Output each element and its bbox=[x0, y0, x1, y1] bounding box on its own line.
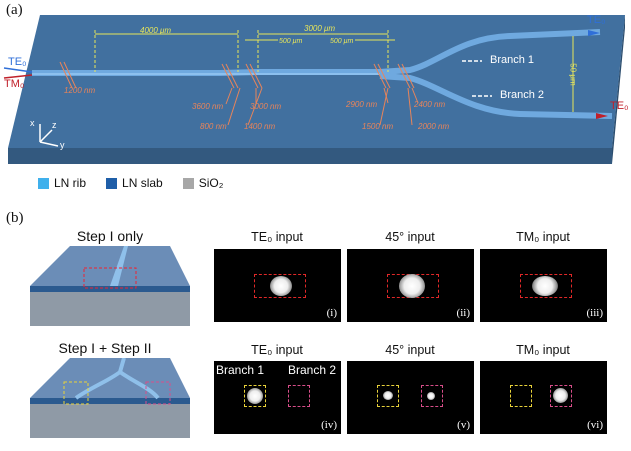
w-3600-label: 3600 nm bbox=[192, 102, 223, 111]
len-500a-label: 500 μm bbox=[279, 38, 302, 45]
step1-label: Step I only bbox=[40, 228, 180, 244]
row1-title-1: TE₀ input bbox=[212, 230, 342, 244]
w-2000-label: 2000 nm bbox=[418, 122, 449, 131]
w-2400-label: 2400 nm bbox=[414, 100, 445, 109]
sio2-swatch bbox=[183, 178, 194, 189]
len-500b-label: 500 μm bbox=[330, 38, 353, 45]
mode-image-vi: (vi) bbox=[480, 361, 607, 434]
axis-y-label: y bbox=[60, 140, 65, 150]
legend: LN rib LN slab SiO₂ bbox=[38, 176, 237, 190]
w-1400-label: 1400 nm bbox=[244, 122, 275, 131]
w-1500-label: 1500 nm bbox=[362, 122, 393, 131]
row1-title-2: 45° input bbox=[345, 230, 475, 244]
w-800-label: 800 nm bbox=[200, 122, 227, 131]
w-1200-label: 1200 nm bbox=[64, 86, 95, 95]
step1-device bbox=[30, 246, 190, 331]
step2-label: Step I + Step II bbox=[30, 340, 180, 356]
len-4000-label: 4000 μm bbox=[140, 26, 171, 35]
row2-title-3: TM₀ input bbox=[478, 343, 608, 357]
panel-b-label: (b) bbox=[6, 210, 24, 227]
legend-slab: LN slab bbox=[106, 176, 163, 190]
ln-slab-front bbox=[8, 148, 612, 164]
te-output-top-label: TE₀ bbox=[587, 14, 606, 26]
gap-label: 50 μm bbox=[569, 63, 578, 85]
legend-sio2: SiO₂ bbox=[183, 176, 224, 190]
branch1-label: Branch 1 bbox=[490, 54, 534, 66]
te-input-label: TE₀ bbox=[8, 56, 27, 68]
mode-image-iv: Branch 1 Branch 2 (iv) bbox=[214, 361, 341, 434]
rib-swatch bbox=[38, 178, 49, 189]
w-3000-label: 3000 nm bbox=[250, 102, 281, 111]
branch2-label: Branch 2 bbox=[500, 89, 544, 101]
tm-input-label: TM₀ bbox=[4, 78, 24, 90]
mode-image-iii: (iii) bbox=[480, 249, 607, 322]
te-output-bottom-label: TE₀ bbox=[610, 100, 629, 112]
legend-rib: LN rib bbox=[38, 176, 86, 190]
len-3000-label: 3000 μm bbox=[304, 24, 335, 33]
step2-device bbox=[30, 358, 190, 443]
w-2900-label: 2900 nm bbox=[346, 100, 377, 109]
row2-title-1: TE₀ input bbox=[212, 343, 342, 357]
axis-z-label: z bbox=[52, 120, 57, 130]
mode-image-i: (i) bbox=[214, 249, 341, 322]
row2-title-2: 45° input bbox=[345, 343, 475, 357]
slab-swatch bbox=[106, 178, 117, 189]
axis-x-label: x bbox=[30, 118, 35, 128]
row1-title-3: TM₀ input bbox=[478, 230, 608, 244]
mode-image-v: (v) bbox=[347, 361, 474, 434]
mode-image-ii: (ii) bbox=[347, 249, 474, 322]
